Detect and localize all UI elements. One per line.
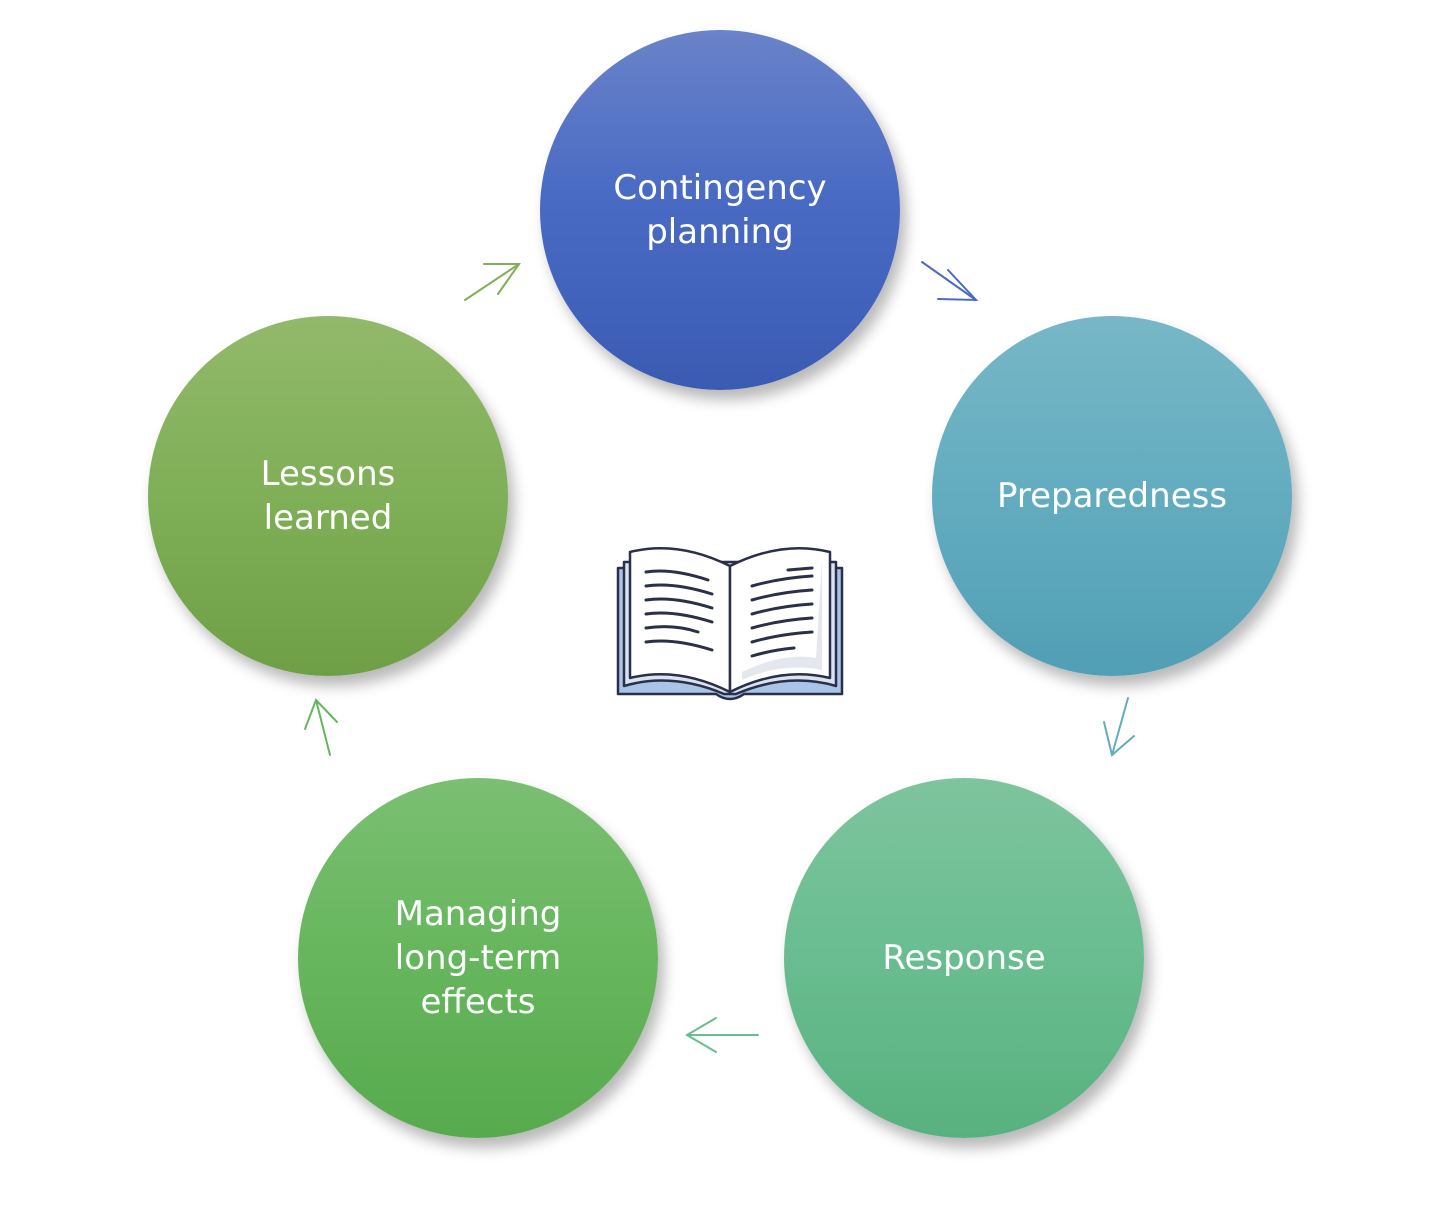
node-lessons-learned: Lessons learned xyxy=(148,316,508,676)
node-preparedness: Preparedness xyxy=(932,316,1292,676)
arrow-preparedness-to-response xyxy=(1103,697,1135,757)
arrow-lessons-to-contingency xyxy=(464,263,521,301)
arrow-response-to-managing xyxy=(685,1017,759,1053)
open-book-icon xyxy=(616,547,844,701)
node-label: Lessons learned xyxy=(260,454,396,538)
arrow-managing-to-lessons xyxy=(304,698,338,756)
node-contingency-planning: Contingency planning xyxy=(540,30,900,390)
node-label: Contingency planning xyxy=(613,168,827,252)
node-label: Response xyxy=(882,938,1046,978)
node-label: Managing long-term effects xyxy=(394,894,562,1022)
node-managing-long-term-effects: Managing long-term effects xyxy=(298,778,658,1138)
node-label: Preparedness xyxy=(996,476,1228,516)
node-response: Response xyxy=(784,778,1144,1138)
arrow-contingency-to-preparedness xyxy=(921,261,979,302)
